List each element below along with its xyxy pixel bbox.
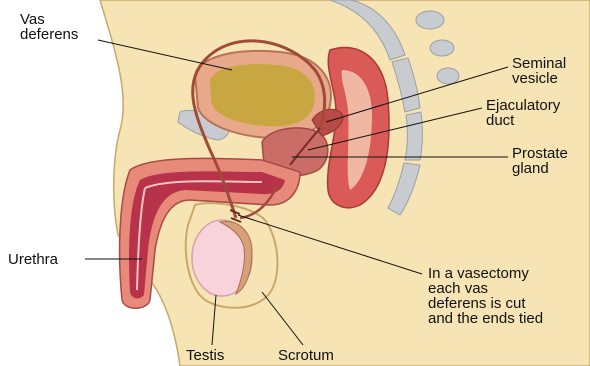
label-vas-deferens: Vas deferens xyxy=(20,12,78,42)
label-prostate-gland: Prostate gland xyxy=(512,146,568,176)
label-seminal-vesicle: Seminal vesicle xyxy=(512,56,566,86)
label-testis: Testis xyxy=(186,348,224,363)
label-vasectomy-note: In a vasectomy each vas deferens is cut … xyxy=(428,266,543,326)
label-urethra: Urethra xyxy=(8,252,58,267)
label-ejaculatory-duct: Ejaculatory duct xyxy=(486,98,560,128)
label-scrotum: Scrotum xyxy=(278,348,334,363)
